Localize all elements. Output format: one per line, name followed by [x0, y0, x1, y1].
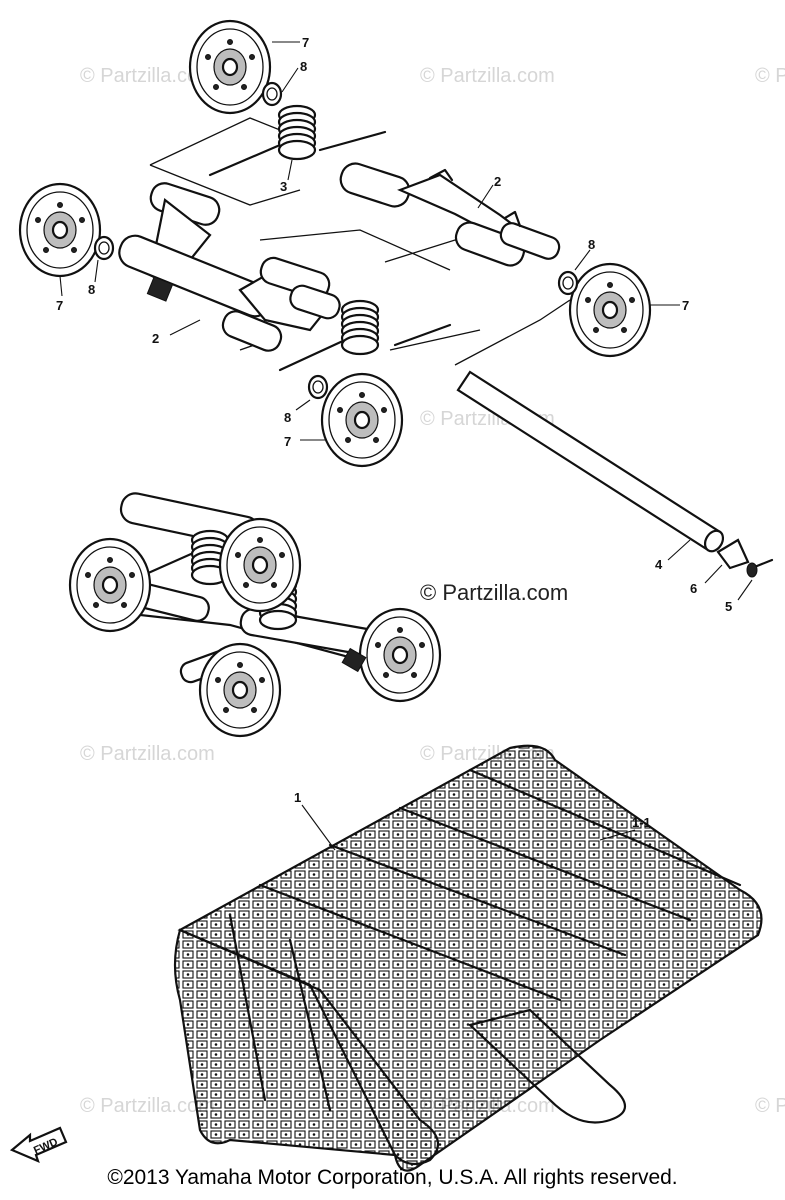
upper-swing-arm [339, 162, 561, 267]
callout-wheel-right: 7 [682, 298, 689, 313]
callout-collar-right: 8 [588, 237, 595, 252]
collar-bottom [307, 374, 329, 400]
leader-lines [59, 41, 753, 601]
callout-wheel-top: 7 [302, 35, 309, 50]
upper-torsion-spring [208, 104, 387, 177]
bolt [746, 558, 774, 578]
watermark-text: © Partzilla.com [80, 743, 215, 765]
exploded-suspension: 7 8 3 2 2 7 8 7 8 8 7 4 6 5 [18, 19, 774, 614]
callout-plate: 6 [690, 581, 697, 596]
lower-torsion-spring [278, 299, 452, 372]
callout-bolt: 5 [725, 599, 732, 614]
callout-track-alt: 1-1 [632, 815, 651, 830]
assembled-wheel-front-right [358, 607, 442, 703]
assembled-wheel-back-right [218, 517, 302, 613]
lower-swing-arm [118, 182, 341, 352]
callout-collar-left: 8 [88, 282, 95, 297]
idler-wheel-left [18, 182, 102, 278]
callout-spring-upper: 3 [280, 179, 287, 194]
idler-wheel-bottom [320, 372, 404, 468]
callout-collar-bottom: 8 [284, 410, 291, 425]
assembled-wheel-front-left [68, 537, 152, 633]
idler-wheel-top [188, 19, 272, 115]
idler-wheel-right [568, 262, 652, 358]
assembled-wheel-rear-left [198, 642, 282, 738]
callout-wheel-left: 7 [56, 298, 63, 313]
assembled-suspension [68, 492, 442, 738]
callout-arm-upper: 2 [494, 174, 501, 189]
retainer-plate [716, 538, 750, 570]
callout-track: 1 [294, 790, 301, 805]
collar-top [261, 81, 283, 107]
watermark-text: © Partzilla.com [755, 1095, 785, 1117]
callout-arm-lower: 2 [152, 331, 159, 346]
watermark-text: © Partzilla.com [755, 65, 785, 87]
watermark-text: © Partzilla.com [80, 65, 215, 87]
callout-wheel-bottom: 7 [284, 434, 291, 449]
collar-left [93, 235, 115, 261]
drive-track [173, 744, 763, 1172]
collar-right [557, 270, 579, 296]
callout-collar-top: 8 [300, 59, 307, 74]
watermark-text: © Partzilla.com [420, 65, 555, 87]
rear-shaft [456, 370, 725, 553]
copyright-notice: ©2013 Yamaha Motor Corporation, U.S.A. A… [107, 1166, 678, 1189]
watermark-text: © Partzilla.com [80, 1095, 215, 1117]
forward-arrow-icon: FWD [9, 1126, 68, 1163]
callout-shaft: 4 [655, 557, 663, 572]
watermark-brand: © Partzilla.com [420, 580, 568, 605]
